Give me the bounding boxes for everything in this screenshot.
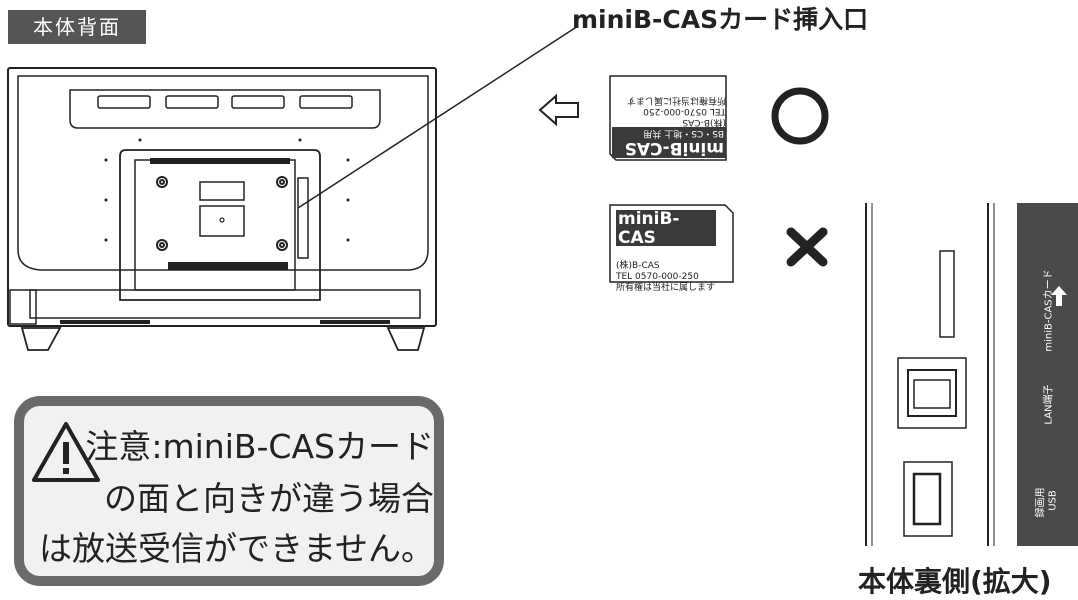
enlarged-caption: 本体裏側(拡大) [858,565,1052,598]
tv-rear-body [7,67,437,351]
card-correct-text: miniB-CAS BS・CS・地上 共用 (株)B-CAS TEL 0570-… [612,78,726,158]
usb-port-frame [903,461,953,537]
slot-callout-label: miniB-CASカード挿入口 [572,5,869,34]
usb-port [912,472,942,526]
enlarged-side-panel [865,203,995,546]
card-wrong-text: miniB-CAS BS・CS・地上 共用 (株)B-CAS TEL 0570-… [616,210,728,294]
correct-mark-icon [771,87,829,145]
card-correct-ownership: 所有権は当社に属します [626,95,726,105]
label-usb-1: 録画用 [1035,487,1047,518]
warning-triangle-icon [32,422,100,482]
callout-leader-line [297,25,579,209]
label-card: miniB-CASカード [1043,269,1055,352]
card-wrong [609,204,734,283]
lan-port-frame [897,357,967,429]
card-wrong-ownership: 所有権は当社に属します [616,283,716,293]
wrong-mark-icon [786,227,828,267]
notice-line-1: 注意:miniB-CASカード [85,427,434,466]
card-wrong-tel: TEL 0570-000-250 [616,272,699,282]
panel-label-strip: miniB-CASカード LAN端子 録画用 USB [1017,203,1078,546]
notice-line-3: は放送受信ができません。 [38,529,434,568]
card-correct-tel: TEL 0570-000-250 [643,106,726,116]
label-lan: LAN端子 [1043,384,1055,425]
card-wrong-brand: miniB-CAS [618,209,680,248]
card-correct-networks: BS・CS・地上 共用 [612,127,726,138]
lan-port [907,369,957,417]
card-correct-brand: miniB-CAS [612,138,726,158]
notice-box: 注意:miniB-CASカード の面と向きが違う場合 は放送受信ができません。 [14,396,444,586]
arrow-left-icon [538,93,579,127]
vent-slots [60,158,390,324]
screw-dots [104,138,350,242]
card-correct-company: (株)B-CAS [682,117,726,127]
card-wrong-company: (株)B-CAS [616,261,660,271]
card-slot [939,250,955,338]
label-usb-2: USB [1047,490,1059,511]
rear-view-tag: 本体背面 [8,10,146,44]
arrow-up-icon [1051,286,1067,306]
card-wrong-networks: BS・CS・地上 共用 [618,248,699,258]
notice-line-2: の面と向きが違う場合 [104,479,434,518]
